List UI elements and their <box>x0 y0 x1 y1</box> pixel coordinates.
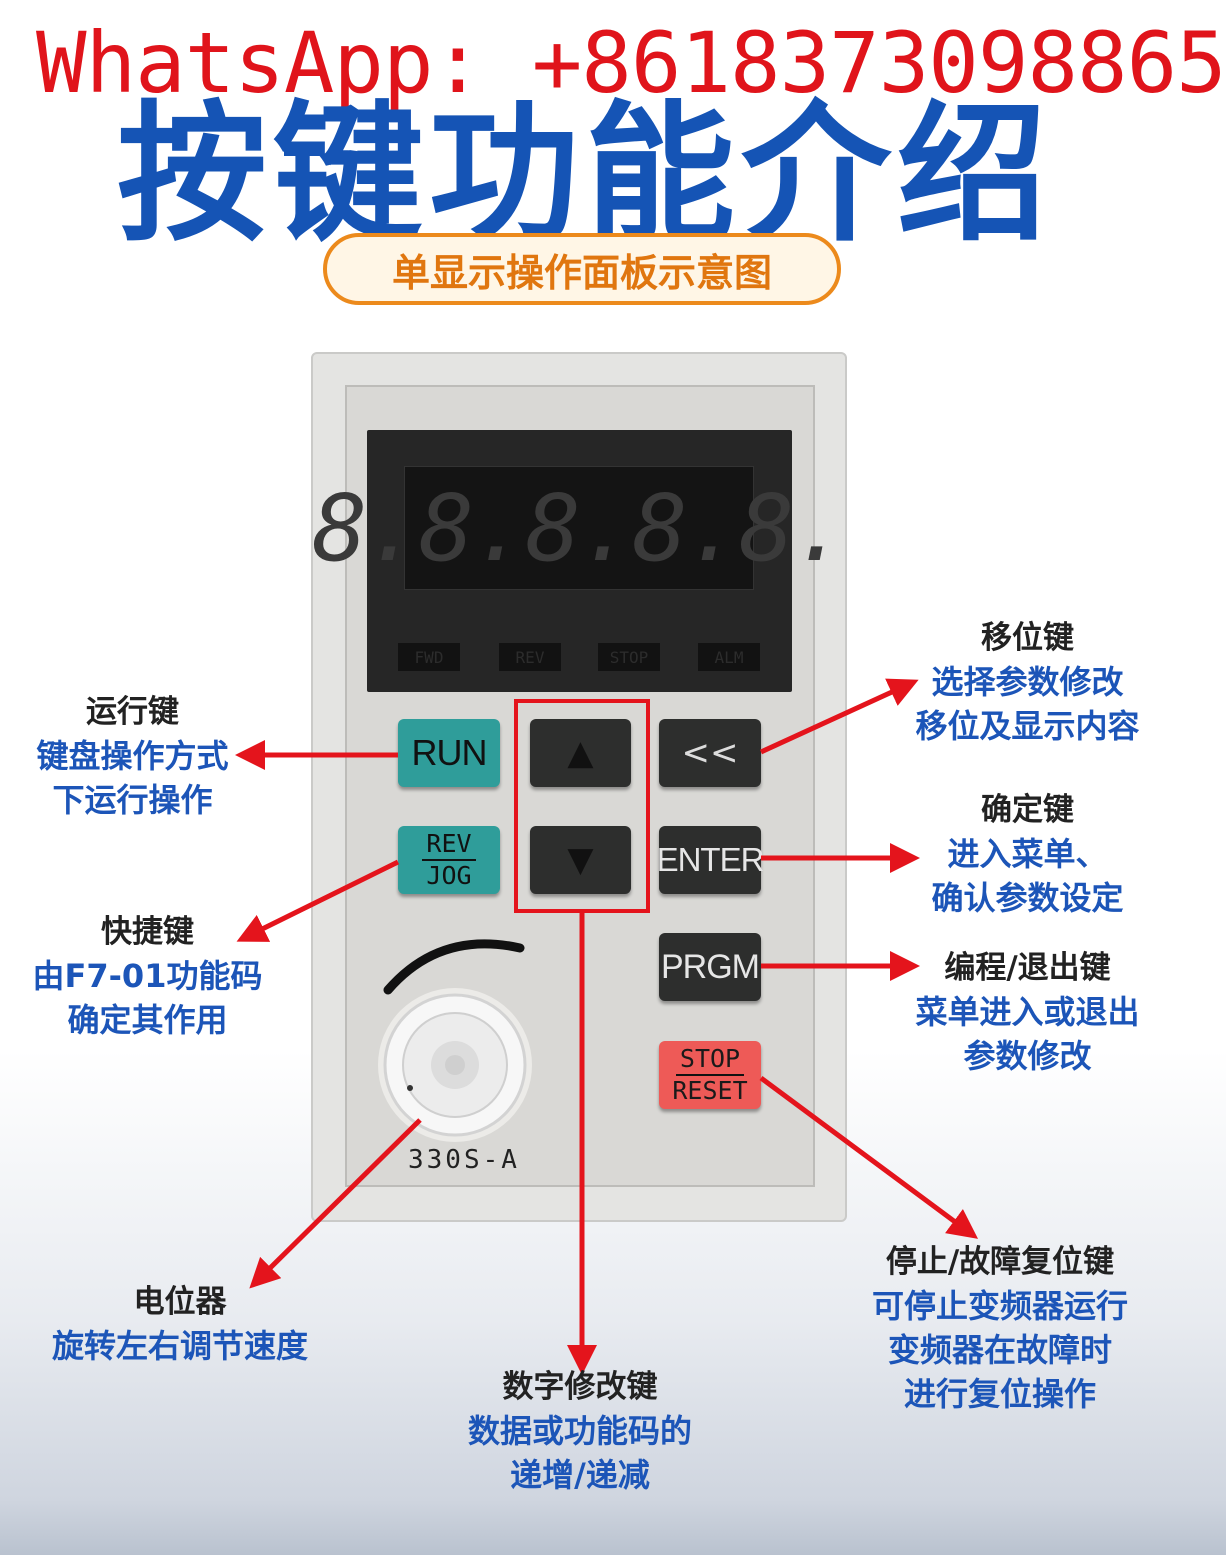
run-button[interactable]: RUN <box>398 719 500 787</box>
label-run: 运行键 键盘操作方式 下运行操作 <box>36 694 229 819</box>
digit-keys-highlight <box>514 699 650 913</box>
jog-label: JOG <box>426 861 472 890</box>
down-button[interactable]: ▼ <box>530 826 631 894</box>
label-enter: 确定键 进入菜单、 确认参数设定 <box>931 792 1124 917</box>
stop-label: STOP <box>675 1044 745 1076</box>
model-number: 330S-A <box>408 1145 520 1175</box>
label-prgm: 编程/退出键 菜单进入或退出 参数修改 <box>915 950 1140 1075</box>
down-arrow-icon: ▼ <box>567 840 594 880</box>
stop-reset-button[interactable]: STOP RESET <box>659 1041 761 1109</box>
label-digit-keys: 数字修改键 数据或功能码的 递增/递减 <box>467 1369 692 1494</box>
reset-label: RESET <box>672 1076 748 1105</box>
indicator-fwd: FWD <box>398 643 460 671</box>
rev-jog-button[interactable]: REV JOG <box>398 826 500 894</box>
led-digits: 8.8.8.8.8. <box>312 474 848 582</box>
enter-button[interactable]: ENTER <box>657 826 764 894</box>
rev-label: REV <box>422 829 476 861</box>
led-display <box>404 466 754 590</box>
indicator-alm: ALM <box>698 643 760 671</box>
whatsapp-watermark: WhatsApp: +8618373098865 <box>36 14 1226 112</box>
indicator-stop: STOP <box>598 643 660 671</box>
prgm-button[interactable]: PRGM <box>659 933 761 1001</box>
shift-icon: << <box>681 733 739 773</box>
subtitle-badge: 单显示操作面板示意图 <box>323 233 841 305</box>
up-arrow-icon: ▲ <box>567 733 594 773</box>
shift-button[interactable]: << <box>659 719 761 787</box>
label-stop-reset: 停止/故障复位键 可停止变频器运行 变频器在故障时 进行复位操作 <box>871 1244 1128 1413</box>
label-shortcut: 快捷键 由F7-01功能码 确定其作用 <box>32 914 263 1039</box>
up-button[interactable]: ▲ <box>530 719 631 787</box>
indicator-rev: REV <box>499 643 561 671</box>
label-potentiometer: 电位器 旋转左右调节速度 <box>51 1284 308 1365</box>
page-title: 按键功能介绍 <box>116 88 1053 262</box>
label-shift: 移位键 选择参数修改 移位及显示内容 <box>915 620 1140 745</box>
